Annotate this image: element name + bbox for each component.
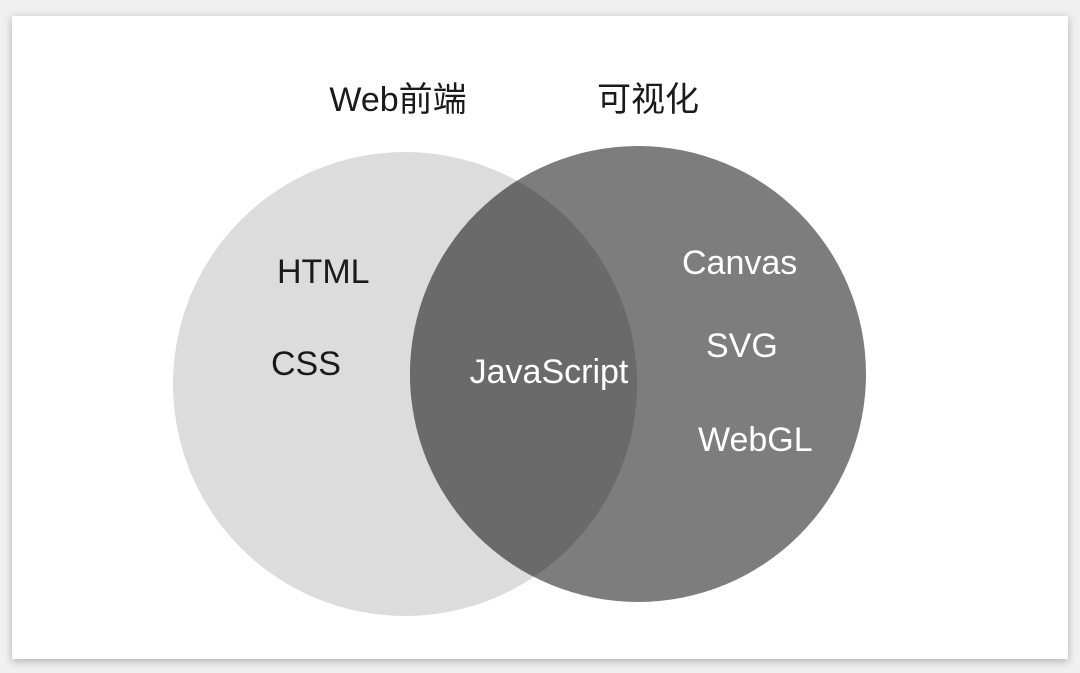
item-html: HTML [277, 253, 370, 291]
item-canvas: Canvas [682, 244, 797, 282]
item-webgl: WebGL [698, 421, 813, 459]
intersection-region [410, 152, 637, 602]
item-css: CSS [271, 345, 341, 383]
set-title-web-frontend: Web前端 [329, 81, 466, 119]
item-javascript: JavaScript [470, 353, 629, 391]
set-title-visualization: 可视化 [597, 81, 699, 119]
item-svg: SVG [706, 327, 778, 365]
